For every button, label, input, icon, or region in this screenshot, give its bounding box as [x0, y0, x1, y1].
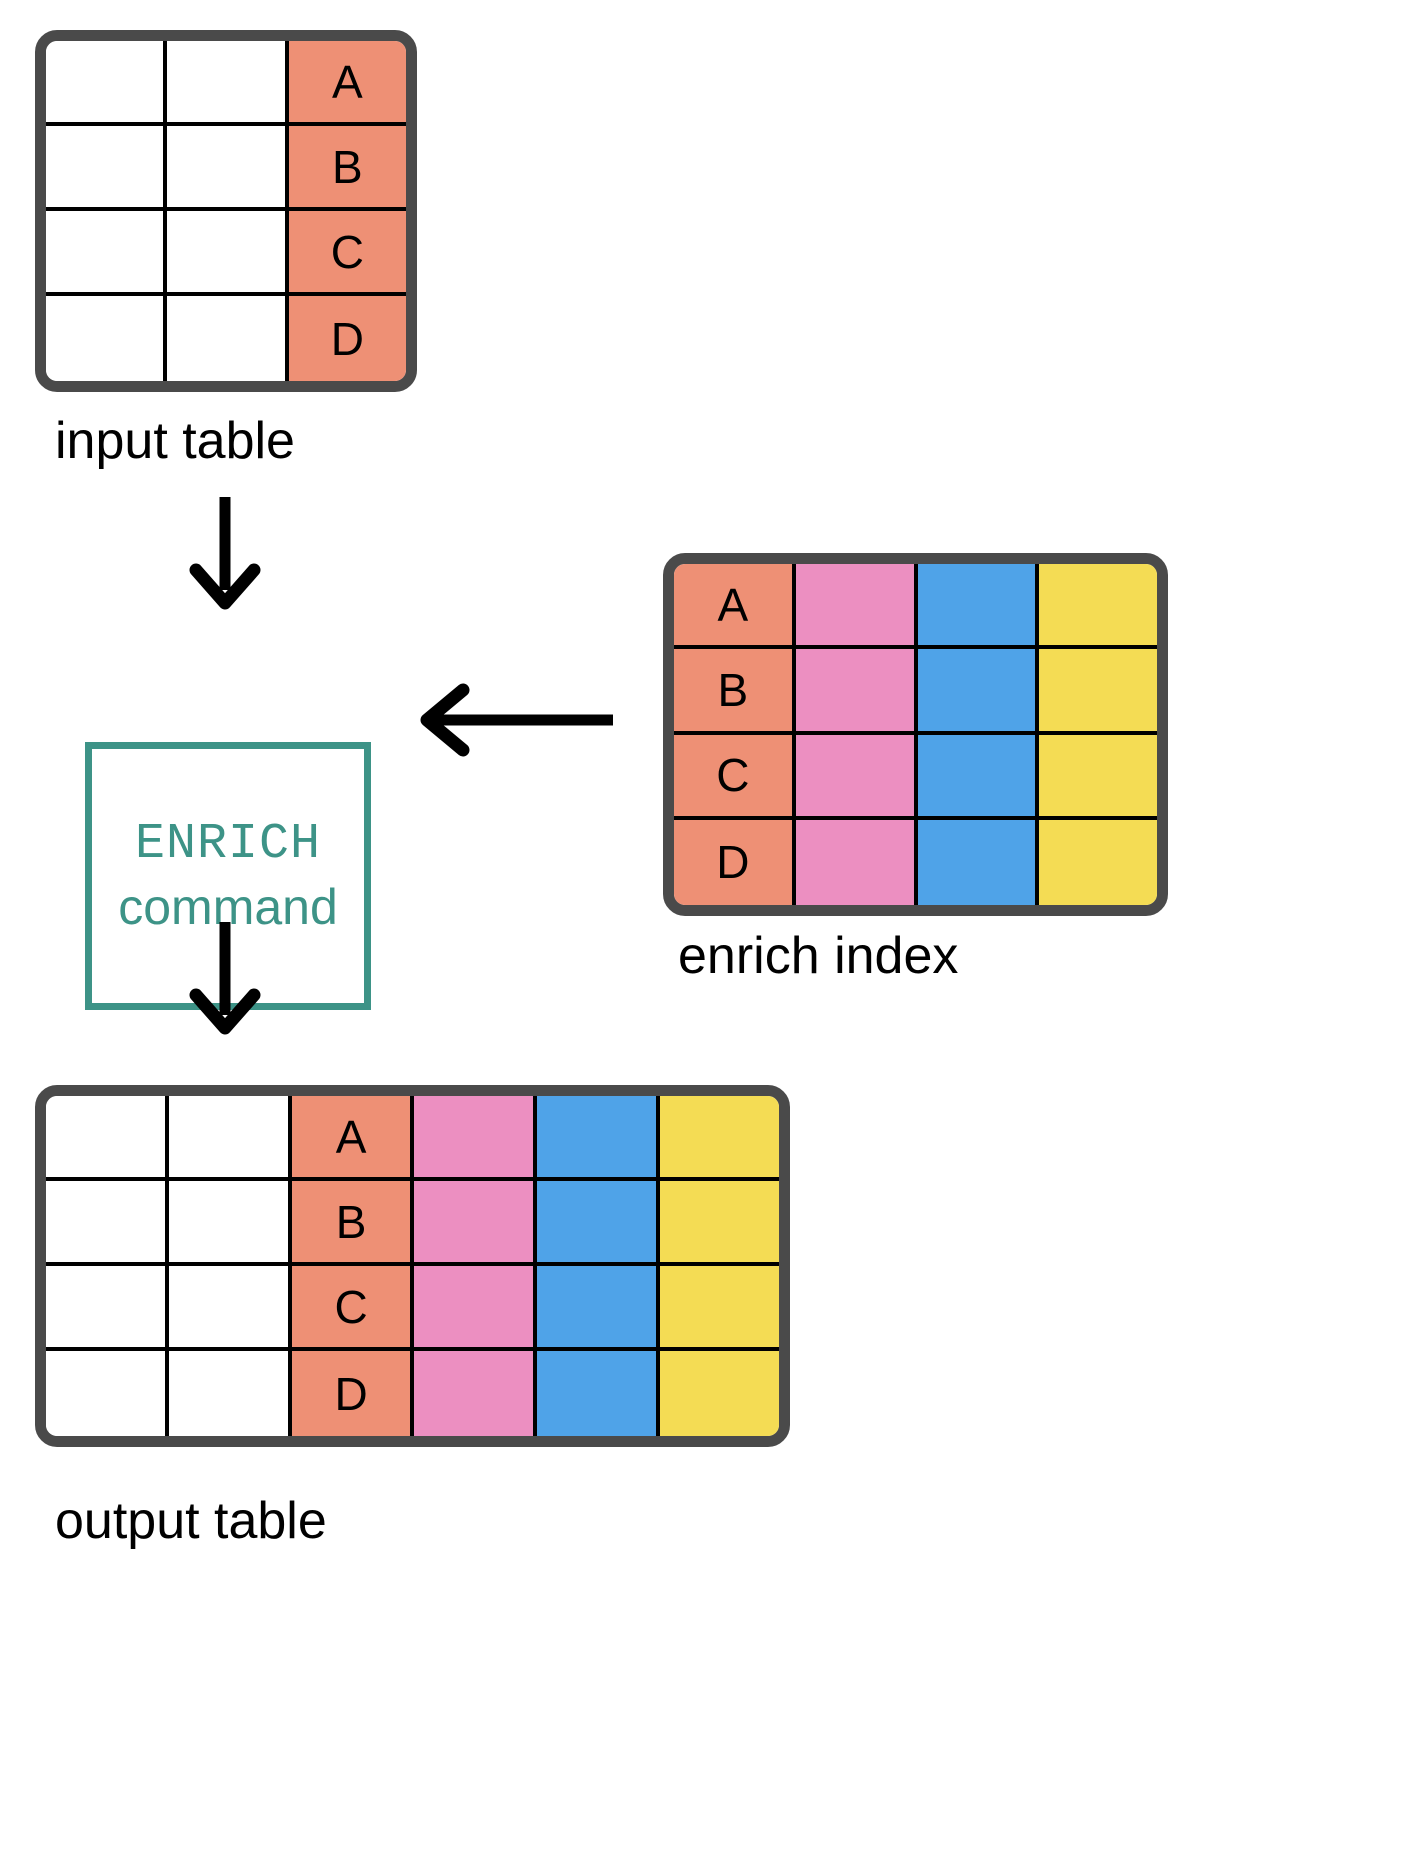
table-row: A — [46, 41, 406, 126]
table-cell — [660, 1096, 779, 1181]
table-cell — [168, 1266, 292, 1351]
table-cell — [167, 296, 289, 381]
table-cell — [46, 211, 168, 296]
table-cell — [46, 1351, 169, 1436]
table-cell-key: C — [288, 211, 406, 296]
table-cell — [414, 1351, 538, 1436]
table-row: D — [46, 296, 406, 381]
table-cell — [46, 296, 168, 381]
table-cell — [917, 819, 1040, 905]
table-cell-key: A — [291, 1096, 415, 1181]
table-row: B — [46, 126, 406, 211]
table-cell — [795, 649, 918, 735]
table-cell — [46, 1181, 169, 1266]
arrow-command-to-output-icon — [180, 920, 270, 1035]
table-row: A — [674, 564, 1157, 650]
input-table: A B C D — [35, 30, 417, 392]
table-cell — [46, 1266, 169, 1351]
table-cell — [1039, 819, 1157, 905]
table-cell — [537, 1096, 661, 1181]
table-cell — [537, 1181, 661, 1266]
table-cell — [168, 1351, 292, 1436]
table-cell — [1039, 564, 1157, 650]
table-row: D — [46, 1351, 779, 1436]
table-cell-key: D — [291, 1351, 415, 1436]
table-row: D — [674, 819, 1157, 905]
table-cell-key: C — [291, 1266, 415, 1351]
table-row: B — [46, 1181, 779, 1266]
table-cell — [414, 1181, 538, 1266]
table-cell — [168, 1181, 292, 1266]
table-cell-key: B — [674, 649, 796, 735]
enrich-index-table: A B C D — [663, 553, 1168, 916]
output-table-caption: output table — [55, 1492, 327, 1550]
table-row: C — [46, 1266, 779, 1351]
table-cell — [46, 126, 168, 211]
table-cell — [537, 1266, 661, 1351]
table-cell-key: B — [291, 1181, 415, 1266]
table-row: C — [674, 734, 1157, 820]
table-cell-key: A — [674, 564, 796, 650]
table-cell-key: B — [288, 126, 406, 211]
table-cell-key: C — [674, 734, 796, 820]
table-cell — [414, 1096, 538, 1181]
table-cell — [917, 734, 1040, 820]
table-cell — [46, 41, 168, 126]
table-cell — [537, 1351, 661, 1436]
table-cell — [167, 41, 289, 126]
table-cell — [795, 819, 918, 905]
enrich-index-caption: enrich index — [678, 927, 959, 985]
table-cell-key: D — [674, 819, 796, 905]
command-name-label: ENRICH — [134, 816, 322, 873]
table-cell — [1039, 649, 1157, 735]
table-cell — [46, 1096, 169, 1181]
table-row: C — [46, 211, 406, 296]
table-row: B — [674, 649, 1157, 735]
input-table-caption: input table — [55, 412, 295, 470]
arrow-index-to-command-icon — [415, 680, 615, 760]
table-cell-key: A — [288, 41, 406, 126]
arrow-input-to-command-icon — [180, 495, 270, 610]
table-cell — [917, 564, 1040, 650]
table-cell — [660, 1181, 779, 1266]
table-cell — [795, 564, 918, 650]
table-cell — [167, 211, 289, 296]
table-cell — [660, 1351, 779, 1436]
table-cell — [1039, 734, 1157, 820]
table-cell — [917, 649, 1040, 735]
table-cell — [414, 1266, 538, 1351]
table-cell — [795, 734, 918, 820]
table-cell — [660, 1266, 779, 1351]
table-cell — [167, 126, 289, 211]
table-row: A — [46, 1096, 779, 1181]
table-cell — [168, 1096, 292, 1181]
table-cell-key: D — [288, 296, 406, 381]
output-table: A B C D — [35, 1085, 790, 1447]
